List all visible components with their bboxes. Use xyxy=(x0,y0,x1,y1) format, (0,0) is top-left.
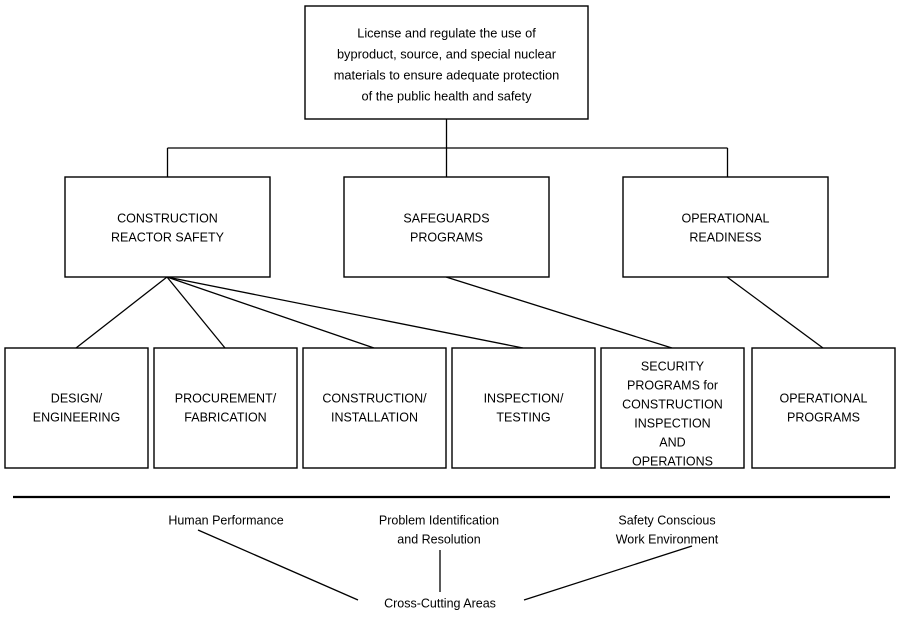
node-operational-readiness-label: OPERATIONAL xyxy=(682,211,770,225)
node-security-programs[interactable]: SECURITY PROGRAMS for CONSTRUCTION INSPE… xyxy=(600,347,745,469)
connector-crs-to-procurement-fabrication xyxy=(166,276,226,349)
cross-cutting-item-problem-identification-and-resolution[interactable]: Problem Identification and Resolution xyxy=(379,513,499,546)
cross-cutting-label-safety-conscious: Safety Conscious xyxy=(618,513,715,527)
connector-safety-conscious-to-cross-cutting xyxy=(523,545,693,601)
connector-human-performance-to-cross-cutting xyxy=(197,529,359,601)
connector-safeguards-to-security-programs xyxy=(445,276,673,349)
node-procurement-fabrication-box xyxy=(153,347,298,469)
node-construction-installation-box xyxy=(302,347,447,469)
node-mission-statement-label: License and regulate the use of xyxy=(357,25,536,40)
cross-cutting-label-problem-identification: and Resolution xyxy=(397,532,480,546)
node-security-programs-label: INSPECTION xyxy=(634,416,710,430)
connector-crs-to-design-engineering xyxy=(75,276,168,349)
node-safeguards-programs[interactable]: SAFEGUARDS PROGRAMS xyxy=(343,176,550,278)
node-mission-statement[interactable]: License and regulate the use of byproduc… xyxy=(304,5,589,120)
node-design-engineering-box xyxy=(4,347,149,469)
node-procurement-fabrication-label: PROCUREMENT/ xyxy=(175,391,277,405)
node-safeguards-programs-label: PROGRAMS xyxy=(410,230,483,244)
node-security-programs-label: PROGRAMS for xyxy=(627,378,718,392)
node-mission-statement-box xyxy=(304,5,589,120)
node-operational-readiness[interactable]: OPERATIONAL READINESS xyxy=(622,176,829,278)
node-operational-programs-label: PROGRAMS xyxy=(787,410,860,424)
node-construction-reactor-safety[interactable]: CONSTRUCTION REACTOR SAFETY xyxy=(64,176,271,278)
node-inspection-testing-label: TESTING xyxy=(496,410,550,424)
node-security-programs-label: AND xyxy=(659,435,685,449)
node-mission-statement-label: of the public health and safety xyxy=(361,88,532,103)
cross-cutting-label-safety-conscious: Work Environment xyxy=(616,532,719,546)
connector-crs-to-inspection-testing xyxy=(166,276,524,349)
node-construction-installation-label: INSTALLATION xyxy=(331,410,418,424)
cross-cutting-areas-node[interactable]: Cross-Cutting Areas xyxy=(384,596,496,610)
node-construction-installation[interactable]: CONSTRUCTION/ INSTALLATION xyxy=(302,347,447,469)
cross-cutting-item-safety-conscious-work-environment[interactable]: Safety Conscious Work Environment xyxy=(616,513,719,546)
cross-cutting-label-human-performance: Human Performance xyxy=(168,513,283,527)
node-mission-statement-label: byproduct, source, and special nuclear xyxy=(337,46,557,61)
node-construction-reactor-safety-label: CONSTRUCTION xyxy=(117,211,218,225)
cross-cutting-label-problem-identification: Problem Identification xyxy=(379,513,499,527)
node-construction-reactor-safety-label: REACTOR SAFETY xyxy=(111,230,225,244)
node-operational-programs-label: OPERATIONAL xyxy=(780,391,868,405)
connector-group-root-to-level2 xyxy=(166,119,729,177)
node-security-programs-box xyxy=(600,347,745,469)
connector-group-level2-to-level3 xyxy=(75,276,824,349)
connector-operational-readiness-to-operational-programs xyxy=(726,276,824,349)
node-design-engineering[interactable]: DESIGN/ ENGINEERING xyxy=(4,347,149,469)
node-construction-reactor-safety-box xyxy=(64,176,271,278)
connector-crs-to-construction-installation xyxy=(166,276,375,349)
node-operational-programs-box xyxy=(751,347,896,469)
node-construction-installation-label: CONSTRUCTION/ xyxy=(322,391,427,405)
node-inspection-testing-box xyxy=(451,347,596,469)
node-procurement-fabrication[interactable]: PROCUREMENT/ FABRICATION xyxy=(153,347,298,469)
node-operational-readiness-box xyxy=(622,176,829,278)
node-inspection-testing[interactable]: INSPECTION/ TESTING xyxy=(451,347,596,469)
node-safeguards-programs-label: SAFEGUARDS xyxy=(403,211,489,225)
node-security-programs-label: SECURITY xyxy=(641,359,705,373)
cross-cutting-areas-label: Cross-Cutting Areas xyxy=(384,596,496,610)
connector-group-cross-cutting xyxy=(197,529,693,601)
node-security-programs-label: CONSTRUCTION xyxy=(622,397,723,411)
node-design-engineering-label: DESIGN/ xyxy=(51,391,103,405)
node-design-engineering-label: ENGINEERING xyxy=(33,410,121,424)
node-procurement-fabrication-label: FABRICATION xyxy=(184,410,266,424)
node-operational-readiness-label: READINESS xyxy=(689,230,761,244)
node-safeguards-programs-box xyxy=(343,176,550,278)
node-mission-statement-label: materials to ensure adequate protection xyxy=(334,67,560,82)
node-security-programs-label: OPERATIONS xyxy=(632,454,713,468)
node-operational-programs[interactable]: OPERATIONAL PROGRAMS xyxy=(751,347,896,469)
cross-cutting-item-human-performance[interactable]: Human Performance xyxy=(168,513,283,527)
node-inspection-testing-label: INSPECTION/ xyxy=(484,391,564,405)
